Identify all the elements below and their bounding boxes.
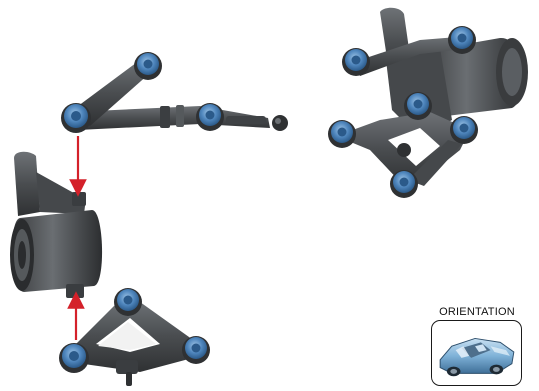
steering-knuckle	[10, 151, 103, 298]
orientation-label: ORIENTATION	[439, 306, 515, 318]
orientation-inset	[431, 320, 522, 386]
car-icon	[439, 337, 515, 377]
upper-control-arm	[61, 52, 288, 133]
lower-control-arm	[59, 288, 210, 386]
assembled-suspension	[328, 7, 528, 198]
